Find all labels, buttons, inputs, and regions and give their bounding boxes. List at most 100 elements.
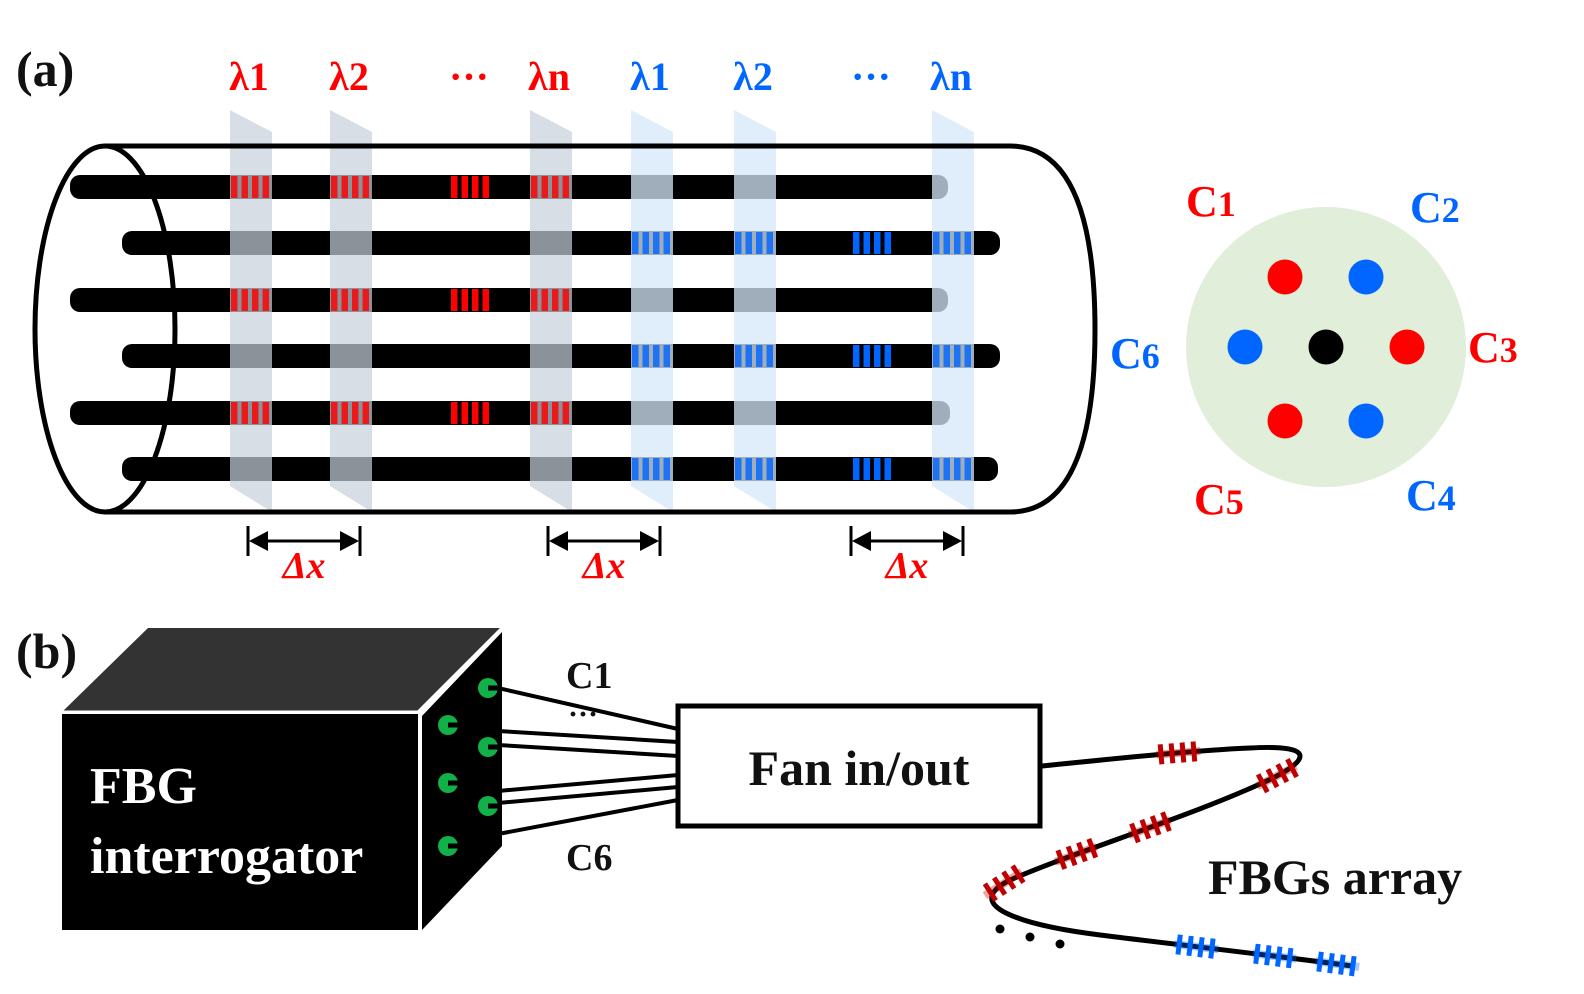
grating-line [1160, 811, 1172, 832]
grating-line [1129, 822, 1141, 844]
fbg-grating [331, 402, 369, 424]
grating-line [1086, 837, 1099, 859]
grating-line [541, 176, 548, 198]
channel-line [497, 729, 679, 744]
grating-line [241, 289, 248, 311]
grating-line [1190, 741, 1198, 762]
wavelength-label: λ1 [630, 54, 670, 99]
grating-line [663, 458, 670, 480]
array-fbg-grating [1174, 934, 1219, 959]
grating-line [1285, 947, 1294, 969]
grating-line [1349, 955, 1357, 977]
arrow-head-right [640, 531, 659, 551]
fbg-gratings [231, 176, 971, 480]
grating-line [756, 345, 763, 367]
grating-line [653, 345, 660, 367]
wavelength-planes [230, 110, 974, 512]
panel-b-label: (b) [16, 623, 77, 679]
grating-line [954, 345, 961, 367]
grating-line [874, 232, 881, 254]
wavelength-plane [631, 110, 673, 512]
arrow-head-right [340, 531, 359, 551]
fbg-grating [632, 232, 670, 254]
wavelength-label: ··· [449, 54, 489, 99]
grating-line [352, 176, 359, 198]
core-label-c5: C5 [1194, 475, 1244, 524]
grating-line [531, 402, 538, 424]
fbg-grating [451, 402, 489, 424]
fbg-grating [451, 176, 489, 198]
grating-line [362, 289, 369, 311]
grating-line [1001, 870, 1017, 890]
wavelength-plane [530, 110, 572, 512]
grating-line [562, 176, 569, 198]
grating-line [541, 402, 548, 424]
interrogator-side-face [422, 632, 502, 930]
grating-line [241, 176, 248, 198]
grating-line [964, 232, 971, 254]
grating-line [451, 176, 458, 198]
fbg-grating [231, 289, 269, 311]
fbg-grating [735, 345, 773, 367]
grating-line [1264, 945, 1272, 966]
grating-line [472, 402, 479, 424]
fbg-grating [632, 345, 670, 367]
port-notch [488, 803, 499, 809]
grating-line [964, 458, 971, 480]
grating-line [943, 458, 950, 480]
grating-line [252, 289, 259, 311]
grating-line [933, 345, 940, 367]
array-fbg-grating [1251, 943, 1297, 969]
grating-line [231, 289, 238, 311]
grating-line [352, 289, 359, 311]
interrogator-label-line2: interrogator [90, 828, 363, 885]
port-notch [448, 780, 459, 786]
grating-line [241, 402, 248, 424]
arrow-head-left [249, 531, 268, 551]
grating-line [1275, 763, 1290, 784]
channel-label-last: C6 [566, 837, 612, 879]
grating-line [461, 289, 468, 311]
fbg-grating [853, 345, 891, 367]
cylinder-end-ellipse [32, 143, 178, 515]
channel-fibers [497, 686, 679, 836]
spacing-label: Δx [581, 545, 626, 587]
grating-line [766, 458, 773, 480]
grating-line [632, 458, 639, 480]
grating-line [531, 176, 538, 198]
fbg-grating [531, 402, 569, 424]
grating-line [252, 176, 259, 198]
grating-line [943, 232, 950, 254]
grating-line [341, 402, 348, 424]
grating-line [954, 232, 961, 254]
grating-glow [1315, 957, 1360, 971]
spacing-label: Δx [281, 545, 326, 587]
grating-line [482, 402, 489, 424]
grating-line [1149, 815, 1162, 836]
channel-line [497, 785, 679, 805]
wavelength-plane [734, 110, 776, 512]
fbg-grating [632, 458, 670, 480]
grating-line [252, 402, 259, 424]
grating-glow [1156, 746, 1201, 759]
grating-line [472, 289, 479, 311]
grating-line [262, 176, 269, 198]
grating-line [766, 232, 773, 254]
grating-line [745, 345, 752, 367]
channel-line [497, 773, 679, 793]
port-icon [478, 737, 499, 757]
grating-line [451, 289, 458, 311]
fbg-array: FBGs array [982, 741, 1462, 977]
array-ellipsis [995, 924, 1065, 949]
grating-line [735, 345, 742, 367]
channel-line [497, 686, 679, 731]
grating-line [1338, 954, 1346, 975]
fbg-grating [933, 345, 971, 367]
wavelength-plane [932, 110, 974, 512]
grating-line [1316, 951, 1324, 973]
interrogator-label-line1: FBG [90, 758, 197, 815]
grating-line [1208, 938, 1216, 959]
fiber-core-c5 [70, 401, 950, 425]
core-dot-c3 [1389, 329, 1425, 365]
